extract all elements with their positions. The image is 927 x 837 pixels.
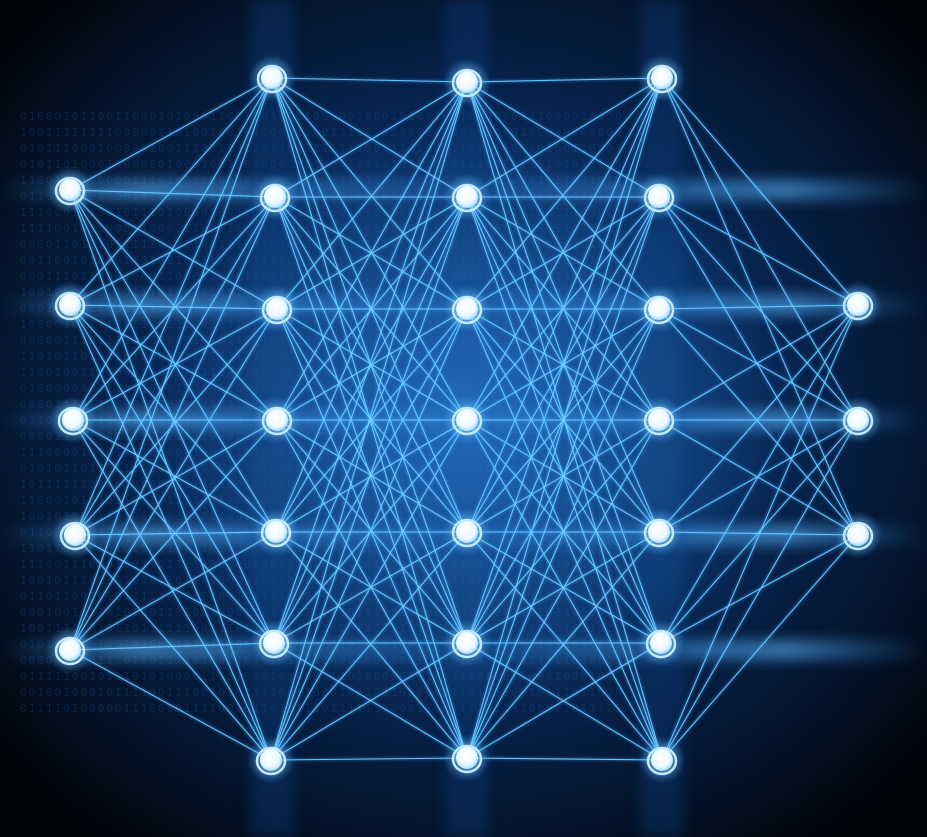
node-core bbox=[62, 409, 84, 431]
network-node bbox=[638, 736, 686, 784]
network-node bbox=[443, 734, 491, 782]
node-core bbox=[651, 749, 673, 771]
node-core bbox=[260, 749, 282, 771]
network-node bbox=[248, 54, 296, 102]
node-core bbox=[847, 294, 869, 316]
network-node bbox=[638, 54, 686, 102]
node-core bbox=[59, 639, 81, 661]
node-core bbox=[265, 521, 287, 543]
network-node bbox=[443, 396, 491, 444]
network-node bbox=[251, 173, 299, 221]
network-node bbox=[834, 396, 882, 444]
node-core bbox=[456, 298, 478, 320]
network-node bbox=[49, 396, 97, 444]
network-node bbox=[635, 173, 683, 221]
network-node bbox=[252, 508, 300, 556]
node-core bbox=[847, 524, 869, 546]
node-core bbox=[648, 521, 670, 543]
network-node bbox=[635, 508, 683, 556]
node-core bbox=[456, 747, 478, 769]
network-node bbox=[834, 511, 882, 559]
node-core bbox=[648, 409, 670, 431]
network-node bbox=[46, 281, 94, 329]
node-core bbox=[456, 71, 478, 93]
node-core bbox=[263, 632, 285, 654]
node-core bbox=[456, 409, 478, 431]
node-core bbox=[266, 298, 288, 320]
node-core bbox=[64, 524, 86, 546]
network-node bbox=[51, 511, 99, 559]
network-node bbox=[443, 173, 491, 221]
node-core bbox=[456, 521, 478, 543]
network-node bbox=[635, 285, 683, 333]
network-node bbox=[46, 626, 94, 674]
network-node bbox=[443, 508, 491, 556]
network-node bbox=[46, 166, 94, 214]
network-node bbox=[637, 619, 685, 667]
network-node bbox=[247, 736, 295, 784]
network-node bbox=[443, 619, 491, 667]
node-core bbox=[264, 186, 286, 208]
node-core bbox=[456, 632, 478, 654]
node-core bbox=[59, 294, 81, 316]
node-core bbox=[648, 186, 670, 208]
network-node bbox=[635, 396, 683, 444]
node-core bbox=[261, 67, 283, 89]
network-node bbox=[253, 285, 301, 333]
node-core bbox=[651, 67, 673, 89]
node-core bbox=[650, 632, 672, 654]
network-node bbox=[443, 58, 491, 106]
node-core bbox=[847, 409, 869, 431]
node-core bbox=[456, 186, 478, 208]
network-node bbox=[250, 619, 298, 667]
node-core bbox=[266, 409, 288, 431]
network-node bbox=[443, 285, 491, 333]
node-core bbox=[648, 298, 670, 320]
network-node bbox=[834, 281, 882, 329]
network-node bbox=[253, 396, 301, 444]
node-core bbox=[59, 179, 81, 201]
